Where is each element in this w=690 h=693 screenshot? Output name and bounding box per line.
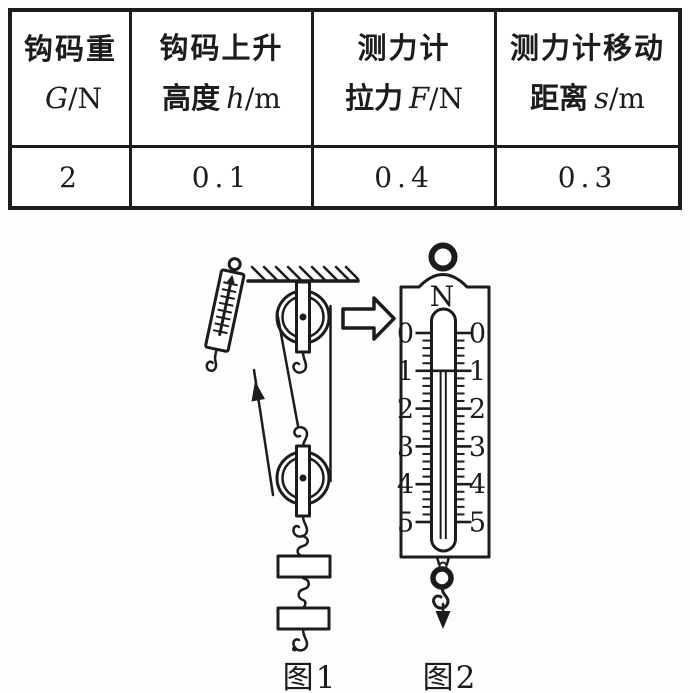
header-sub: 拉力 — [344, 82, 403, 115]
slash: / — [429, 81, 439, 115]
gauge-number: 1 — [469, 356, 486, 387]
header-title: 钩码重 — [23, 33, 117, 66]
figure2-spring-scale-face: N 0 0 1 1 2 2 3 3 4 4 5 5 — [397, 242, 491, 629]
gauge-number: 4 — [469, 470, 486, 501]
header-title: 测力计 — [357, 33, 451, 66]
movable-pulley — [275, 425, 331, 538]
fixed-pulley-hook — [292, 350, 308, 374]
slash: / — [608, 81, 619, 115]
ceiling-hatching — [250, 265, 360, 282]
header-sub: 距离 — [530, 82, 589, 115]
gauge-number: 3 — [397, 432, 414, 463]
right-arrow-icon — [341, 296, 396, 341]
experiment-data-table: 钩码重 G / N 钩码上升 高度 h / m 测力计 拉力 F / — [8, 8, 682, 210]
bottom-ring — [430, 566, 454, 590]
unit-m: m — [254, 81, 281, 115]
gauge-number: 5 — [469, 508, 486, 539]
slash: / — [68, 82, 78, 116]
variable-F: F — [408, 80, 430, 115]
bottom-hook — [432, 585, 450, 610]
value-hook-weight: 2 — [12, 148, 132, 206]
movable-pulley-axle — [299, 474, 307, 482]
variable-G: G — [44, 81, 69, 116]
unit-N: N — [77, 82, 103, 116]
scale-ring — [227, 257, 242, 272]
hanging-weights — [276, 534, 332, 652]
scale-spring-ticks — [212, 281, 238, 335]
gauge-number: 0 — [469, 319, 486, 350]
top-ring — [428, 242, 458, 272]
figure1-pulley-system — [204, 257, 360, 652]
figure1-caption: 图1 — [282, 660, 338, 693]
gauge-number: 4 — [397, 470, 414, 501]
header-symbol: 距离 s / m — [530, 80, 645, 115]
table-header-scale-distance: 测力计移动 距离 s / m — [497, 12, 678, 148]
table-header-scale-force: 测力计 拉力 F / N — [314, 12, 497, 148]
table-header-hook-weight: 钩码重 G / N — [12, 12, 132, 148]
movable-pulley-top-hook — [293, 425, 309, 449]
gauge-number: 2 — [397, 394, 414, 425]
bottom-hook — [292, 627, 309, 652]
indicator-tube — [430, 307, 457, 553]
header-symbol: 拉力 F / N — [344, 80, 464, 115]
gauge-number: 3 — [469, 432, 486, 463]
header-symbol: G / N — [39, 84, 102, 113]
unit-N: N — [438, 81, 464, 115]
unit-m: m — [618, 81, 645, 115]
variable-h: h — [226, 80, 245, 115]
gauge-number: 1 — [397, 356, 414, 387]
pull-direction-arrow-icon — [251, 381, 265, 402]
fixed-pulley-axle — [299, 313, 307, 321]
header-symbol: 高度 h / m — [162, 80, 281, 115]
scale-hook — [205, 353, 218, 372]
s-link — [296, 534, 309, 558]
spring-scale-small — [204, 257, 246, 372]
pull-down-arrow-icon — [435, 611, 451, 629]
header-sub: 高度 — [162, 82, 221, 115]
ceiling — [246, 265, 360, 283]
gauge-ticks-and-labels: 0 0 1 1 2 2 3 3 4 4 5 5 — [397, 319, 486, 539]
gauge-number: 0 — [397, 319, 414, 350]
slash: / — [244, 81, 255, 115]
movable-pulley-bottom-hook — [292, 514, 309, 538]
unit-label: N — [430, 280, 455, 313]
header-title: 测力计移动 — [509, 33, 665, 66]
fixed-pulley — [275, 280, 331, 374]
bottom-neck — [435, 555, 451, 566]
table-header-rise-height: 钩码上升 高度 h / m — [132, 12, 314, 148]
gauge-number: 5 — [397, 508, 414, 539]
gauge-pointer — [433, 369, 454, 539]
figure2-caption: 图2 — [422, 660, 478, 693]
weight-2 — [276, 606, 331, 631]
gauge-number: 2 — [469, 394, 486, 425]
s-link — [297, 576, 310, 609]
value-rise-height: 0.1 — [132, 148, 314, 206]
value-scale-distance: 0.3 — [557, 160, 618, 194]
weight-1 — [276, 554, 332, 579]
header-title: 钩码上升 — [159, 33, 284, 66]
value-scale-force: 0.4 — [314, 148, 497, 206]
variable-s: s — [594, 80, 609, 115]
